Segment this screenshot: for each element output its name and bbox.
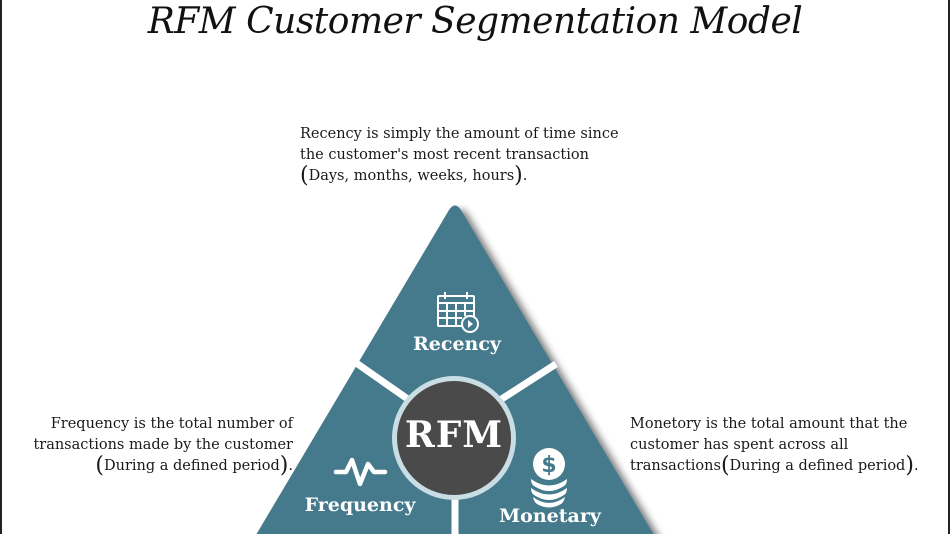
- dollar-coins-icon: $: [531, 448, 567, 508]
- segment-label-recency: Recency: [413, 333, 501, 355]
- monetary-description-paren: During a defined period: [729, 458, 906, 474]
- monetary-description-line: transactions(During a defined period).: [630, 453, 919, 478]
- recency-description-line: the customer's most recent transaction: [300, 147, 589, 163]
- segment-label-frequency: Frequency: [304, 494, 416, 516]
- frequency-description-line: Frequency is the total number of: [50, 416, 293, 432]
- frequency-description-line: transactions made by the customer: [33, 437, 293, 453]
- recency-description-line: (Days, months, weeks, hours).: [300, 163, 528, 188]
- separator-right: [495, 361, 558, 405]
- slide-title: RFM Customer Segmentation Model: [147, 1, 803, 42]
- center-circle: [397, 381, 511, 495]
- frequency-description-line: (During a defined period).: [95, 453, 293, 478]
- frequency-description: Frequency is the total number of transac…: [20, 414, 293, 477]
- separator-left: [349, 357, 415, 405]
- recency-description-line: Recency is simply the amount of time sin…: [300, 126, 619, 142]
- svg-text:$: $: [541, 453, 556, 478]
- heartbeat-pulse-icon: [333, 457, 388, 487]
- frequency-description-paren: During a defined period: [103, 458, 280, 474]
- recency-description: Recency is simply the amount of time sin…: [300, 124, 640, 187]
- monetary-description: Monetory is the total amount that the cu…: [630, 414, 940, 477]
- segment-label-monetary: Monetary: [499, 505, 601, 527]
- calendar-clock-icon: [437, 292, 479, 333]
- monetary-description-line: Monetory is the total amount that the: [630, 416, 908, 432]
- monetary-description-line: customer has spent across all: [630, 437, 849, 453]
- recency-description-paren: Days, months, weeks, hours: [308, 168, 515, 184]
- center-label: RFM: [404, 414, 504, 456]
